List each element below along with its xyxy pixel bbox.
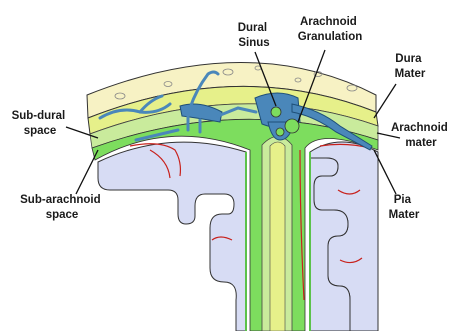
midline-dura bbox=[270, 142, 285, 331]
leader-dura-mater bbox=[374, 84, 396, 118]
label-dural-sinus: Dural Sinus bbox=[238, 22, 271, 49]
label-sub-arachnoid-space: Sub-arachnoid space bbox=[20, 194, 104, 221]
label-arachnoid-mater: Arachnoid mater bbox=[391, 122, 450, 149]
label-pia-mater: Pia Mater bbox=[389, 194, 420, 221]
label-dura-mater: Dura Mater bbox=[395, 53, 426, 80]
brain-left-hemisphere bbox=[98, 142, 246, 331]
label-arachnoid-granulation: Arachnoid Granulation bbox=[298, 16, 363, 43]
leader-sub-arachnoid bbox=[76, 150, 98, 194]
label-sub-dural-space: Sub-dural space bbox=[12, 110, 69, 137]
